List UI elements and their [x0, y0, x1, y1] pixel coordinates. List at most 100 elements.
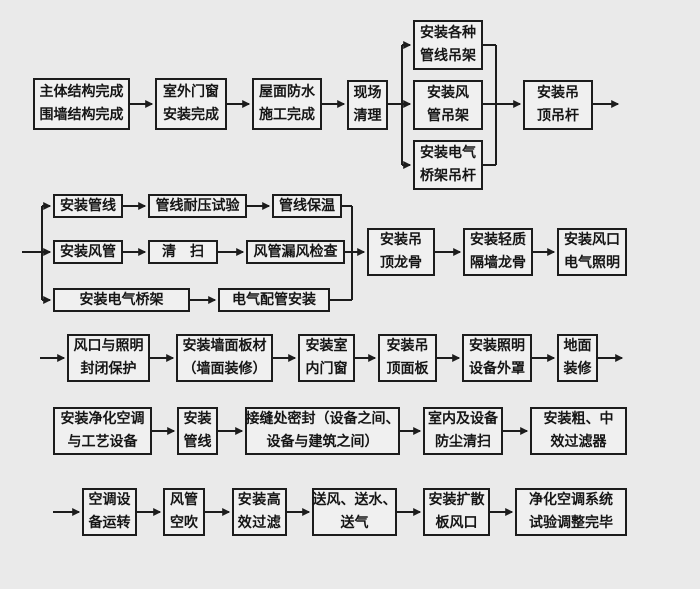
- node-coarse-filters: 安装粗、中 效过滤器: [530, 407, 627, 455]
- node-label: 顶吊杆: [537, 108, 579, 124]
- node-label: 送气: [340, 515, 369, 531]
- node-label: 安装电气: [420, 145, 476, 161]
- node-label: 安装风管: [60, 243, 116, 260]
- node-label: 风口与照明: [73, 338, 144, 354]
- node-label: 防尘清扫: [435, 434, 491, 450]
- node-label: 送风、送水、: [312, 492, 397, 508]
- node-label: 管吊架: [427, 108, 469, 124]
- node-label: 电气照明: [564, 255, 620, 271]
- node-ac-run: 空调设 备运转: [82, 488, 137, 536]
- node-label: 空调设: [88, 492, 131, 508]
- node-conduit-install: 电气配管安装: [218, 288, 330, 312]
- node-exterior-windows: 室外门窗 安装完成: [155, 78, 227, 130]
- node-label: 安装: [183, 411, 212, 427]
- node-label: 安装吊: [537, 85, 579, 101]
- row1-connectors: [130, 41, 620, 169]
- node-clean-ac-equipment: 安装净化空调 与工艺设备: [53, 407, 152, 455]
- node-label: 效过滤: [237, 515, 282, 531]
- node-label: 地面: [563, 338, 592, 354]
- node-label: 安装室: [305, 338, 348, 354]
- node-partition-keel: 安装轻质 隔墙龙骨: [463, 228, 533, 276]
- node-label: 施工完成: [259, 107, 315, 123]
- node-label: 安装粗、中: [543, 411, 614, 427]
- node-label: 安装扩散: [428, 492, 485, 508]
- node-pipe-pressure-test: 管线耐压试验: [148, 194, 247, 218]
- node-duct-leak-check: 风管漏风检查: [246, 240, 345, 264]
- node-site-clean: 现场 清理: [347, 80, 388, 130]
- node-diffuser-outlets: 安装扩散 板风口: [423, 488, 490, 536]
- node-label: 管线吊架: [420, 48, 476, 64]
- node-label: 桥架吊杆: [420, 168, 476, 184]
- node-label: 安装管线: [60, 197, 116, 214]
- node-piping: 安装 管线: [177, 407, 218, 455]
- node-label: 空吹: [170, 515, 198, 531]
- node-label: 安装各种: [420, 25, 476, 41]
- node-label: 安装完成: [163, 107, 219, 123]
- node-label: 隔墙龙骨: [470, 255, 526, 271]
- node-label: 封闭保护: [80, 361, 137, 377]
- row2-connectors: [22, 202, 556, 304]
- node-label: （墙面装修）: [182, 361, 267, 377]
- node-label: 电气配管安装: [232, 291, 316, 308]
- node-label: 效过滤器: [550, 434, 607, 450]
- node-test-complete: 净化空调系统 试验调整完毕: [515, 488, 627, 536]
- node-label: 主体结构完成: [39, 84, 124, 100]
- node-label: 设备与建筑之间）: [266, 434, 379, 450]
- node-dust-clean: 室内及设备 防尘清扫: [423, 407, 503, 455]
- node-ceiling-panels: 安装吊 顶面板: [378, 334, 437, 382]
- node-label: 安装轻质: [470, 232, 526, 248]
- node-label: 现场: [353, 85, 382, 101]
- node-supply-air-water-gas: 送风、送水、 送气: [312, 488, 397, 536]
- node-label: 接缝处密封（设备之间、: [245, 411, 400, 427]
- node-label: 风管: [170, 492, 198, 508]
- node-label: 内门窗: [305, 361, 348, 377]
- node-label: 备运转: [88, 515, 131, 531]
- node-outlets-lighting: 安装风口 电气照明: [557, 228, 627, 276]
- node-label: 风管漏风检查: [253, 243, 338, 260]
- node-tray-rods: 安装电气 桥架吊杆: [413, 140, 483, 190]
- node-label: 管线保温: [279, 197, 335, 214]
- node-label: 安装吊: [380, 232, 422, 248]
- node-seam-seal: 接缝处密封（设备之间、 设备与建筑之间）: [245, 407, 400, 455]
- node-structure-done: 主体结构完成 围墙结构完成: [33, 78, 130, 130]
- node-label: 顶面板: [386, 361, 429, 377]
- node-label: 与工艺设备: [67, 434, 138, 450]
- node-label: 安装吊: [386, 338, 429, 354]
- node-hepa-filter: 安装高 效过滤: [232, 488, 287, 536]
- node-pipe-insulation: 管线保温: [272, 194, 342, 218]
- node-label: 安装风: [427, 85, 469, 101]
- node-label: 净化空调系统: [529, 492, 613, 508]
- node-roof-waterproof: 屋面防水 施工完成: [252, 78, 322, 130]
- node-label: 室外门窗: [163, 84, 219, 100]
- node-label: 安装高: [237, 492, 282, 508]
- node-label: 安装风口: [564, 232, 620, 248]
- node-label: 管线: [183, 434, 212, 450]
- node-interior-windows: 安装室 内门窗: [298, 334, 355, 382]
- node-duct-sweep: 清 扫: [148, 240, 218, 264]
- node-duct-blow: 风管 空吹: [163, 488, 205, 536]
- node-label: 管线耐压试验: [155, 197, 240, 214]
- node-label: 清 扫: [162, 243, 204, 260]
- node-label: 安装墙面板材: [182, 338, 267, 354]
- node-ceiling-keel: 安装吊 顶龙骨: [367, 228, 435, 276]
- node-label: 顶龙骨: [380, 255, 422, 271]
- node-label: 设备外罩: [469, 361, 525, 377]
- node-label: 板风口: [435, 515, 478, 531]
- node-duct-hangers: 安装风 管吊架: [413, 80, 483, 130]
- node-ceiling-rods: 安装吊 顶吊杆: [523, 80, 593, 130]
- node-label: 屋面防水: [259, 84, 315, 100]
- node-wall-panels: 安装墙面板材 （墙面装修）: [176, 334, 273, 382]
- node-ducts-install: 安装风管: [53, 240, 123, 264]
- node-label: 安装净化空调: [60, 411, 145, 427]
- node-label: 清理: [353, 108, 382, 124]
- node-pipes-install: 安装管线: [53, 194, 123, 218]
- node-various-hangers: 安装各种 管线吊架: [413, 20, 483, 70]
- node-label: 安装电气桥架: [79, 291, 164, 308]
- node-label: 装修: [563, 361, 592, 377]
- node-protect-outlets: 风口与照明 封闭保护: [67, 334, 150, 382]
- node-floor-finish: 地面 装修: [557, 334, 598, 382]
- node-cable-tray-install: 安装电气桥架: [53, 288, 190, 312]
- node-lamp-covers: 安装照明 设备外罩: [462, 334, 532, 382]
